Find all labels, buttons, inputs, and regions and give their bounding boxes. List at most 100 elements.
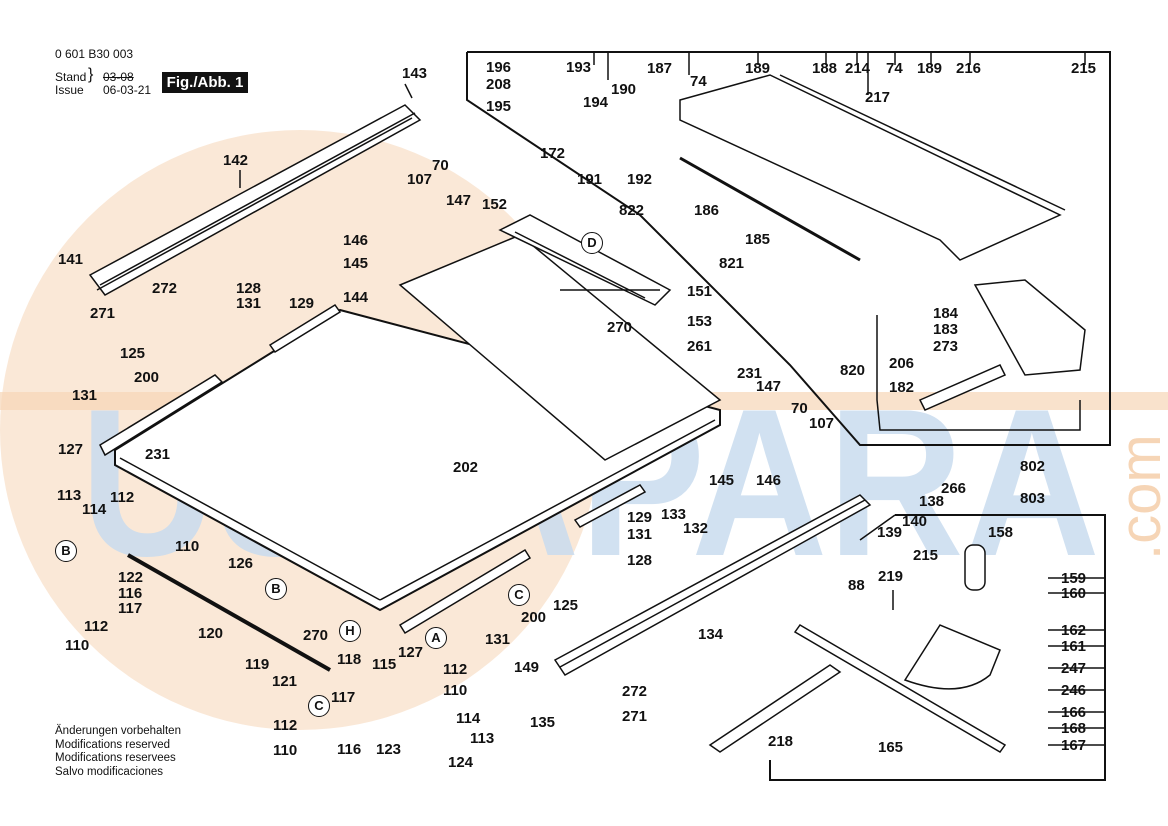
part-label: 70 (432, 157, 449, 174)
part-label: 116 (118, 585, 143, 602)
part-label: 161 (1061, 638, 1087, 655)
part-label: 185 (745, 231, 771, 248)
part-label: 117 (331, 689, 356, 706)
part-label: 122 (118, 569, 144, 586)
part-label: 270 (607, 319, 633, 336)
part-label: 217 (865, 89, 891, 106)
part-label: 191 (577, 171, 603, 188)
part-label: 206 (889, 355, 915, 372)
part-number: 0 601 B30 003 (55, 47, 134, 61)
part-label: 131 (236, 295, 262, 312)
part-label: 272 (152, 280, 178, 297)
part-label: 802 (1020, 458, 1046, 475)
part-label: 133 (661, 506, 687, 523)
part-label: 114 (82, 501, 107, 518)
part-label: 803 (1020, 490, 1046, 507)
part-label: 152 (482, 196, 508, 213)
part-label: 200 (521, 609, 547, 626)
part-label: 189 (917, 60, 943, 77)
part-label: 266 (941, 480, 967, 497)
part-label: 146 (756, 472, 782, 489)
part-label: 115 (372, 656, 397, 673)
part-label: 820 (840, 362, 866, 379)
part-label: 168 (1061, 720, 1087, 737)
part-label: 110 (443, 682, 468, 699)
footer-notice: Änderungen vorbehalten Modifications res… (55, 725, 181, 779)
part-label: 195 (486, 98, 512, 115)
part-label: 123 (376, 741, 402, 758)
part-label: 271 (90, 305, 116, 322)
part-label: 112 (110, 489, 135, 506)
part-label: 145 (343, 255, 369, 272)
part-label: 215 (1071, 60, 1097, 77)
part-label: 114 (456, 710, 481, 727)
part-label: 158 (988, 524, 1014, 541)
part-label: 149 (514, 659, 540, 676)
part-label: 113 (57, 487, 82, 504)
part-label: 146 (343, 232, 369, 249)
part-label: 172 (540, 145, 566, 162)
part-label: 112 (84, 618, 109, 635)
part-label: 129 (627, 509, 653, 526)
footer-line-en: Modifications reserved (55, 738, 171, 751)
part-label: 135 (530, 714, 556, 731)
part-label: 160 (1061, 585, 1087, 602)
part-label: 182 (889, 379, 915, 396)
part-label: 821 (719, 255, 745, 272)
part-label: 183 (933, 321, 959, 338)
part-label: 127 (398, 644, 424, 661)
ref-circle-h: H (339, 620, 361, 642)
footer-line-de: Änderungen vorbehalten (55, 725, 181, 737)
part-label: 131 (485, 631, 511, 648)
part-label: 116 (337, 741, 362, 758)
part-label: 216 (956, 60, 982, 77)
part-label: 127 (58, 441, 84, 458)
part-label: 134 (698, 626, 724, 643)
part-label: 184 (933, 305, 959, 322)
part-label: 165 (878, 739, 904, 756)
footer-line-fr: Modifications reservees (55, 752, 176, 764)
part-label: 107 (407, 171, 433, 188)
part-label: 125 (553, 597, 579, 614)
part-label: 167 (1061, 737, 1087, 754)
part-label: 119 (245, 656, 270, 673)
part-label: 147 (756, 378, 782, 395)
ref-circle-b: B (265, 578, 287, 600)
ref-circle-d: D (581, 232, 603, 254)
part-label: 144 (343, 289, 369, 306)
ref-circle-c: C (508, 584, 530, 606)
part-label: 202 (453, 459, 479, 476)
part-label: 271 (622, 708, 648, 725)
part-label: 153 (687, 313, 713, 330)
part-label: 112 (443, 661, 468, 678)
part-label: 822 (619, 202, 645, 219)
issue-label: Issue (55, 83, 84, 97)
part-label: 273 (933, 338, 959, 355)
part-label: 159 (1061, 570, 1087, 587)
part-label: 219 (878, 568, 904, 585)
part-label: 129 (289, 295, 315, 312)
part-label: 246 (1061, 682, 1087, 699)
part-label: 140 (902, 513, 928, 530)
part-label: 139 (877, 524, 903, 541)
part-label: 247 (1061, 660, 1087, 677)
part-label: 110 (65, 637, 90, 654)
part-label: 107 (809, 415, 835, 432)
part-label: 147 (446, 192, 472, 209)
part-label: 196 (486, 59, 512, 76)
part-label: 272 (622, 683, 648, 700)
part-label: 88 (848, 577, 865, 594)
part-label: 231 (145, 446, 171, 463)
figure-label: Fig./Abb. 1 (162, 72, 248, 93)
ref-circle-a: A (425, 627, 447, 649)
part-label: 231 (737, 365, 763, 382)
part-label: 162 (1061, 622, 1087, 639)
footer-line-es: Salvo modificaciones (55, 765, 164, 778)
part-label: 128 (236, 280, 262, 297)
part-label: 189 (745, 60, 771, 77)
part-label: 270 (303, 627, 329, 644)
part-label: 200 (134, 369, 160, 386)
ref-circle-b: B (55, 540, 77, 562)
part-label: 120 (198, 625, 224, 642)
part-label: 186 (694, 202, 720, 219)
